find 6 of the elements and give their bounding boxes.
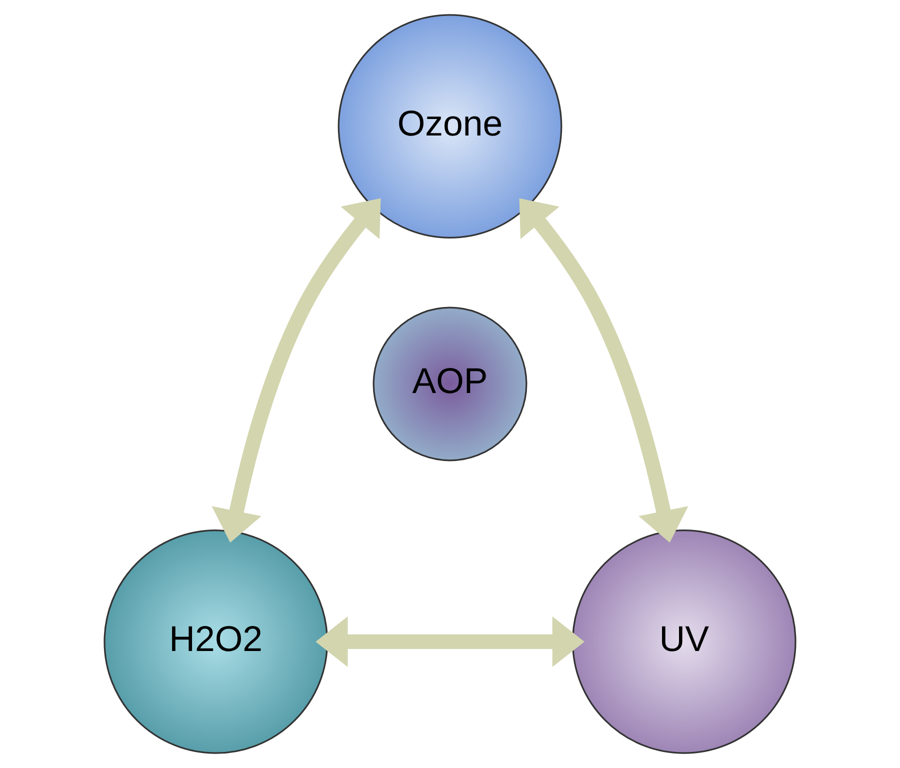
node-circle: AOP <box>372 306 528 462</box>
arrow <box>519 198 688 543</box>
arrow <box>212 198 381 543</box>
node-circle: UV <box>572 530 796 754</box>
node-circle: H2O2 <box>104 530 328 754</box>
arrow <box>316 616 584 668</box>
